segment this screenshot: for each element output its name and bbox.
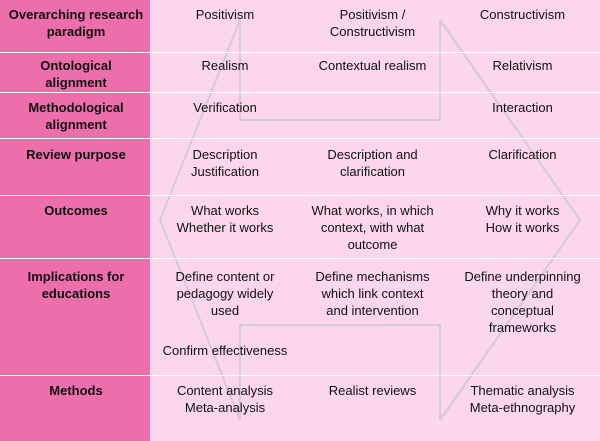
cell-methods-col1: Content analysis Meta-analysis <box>155 382 295 416</box>
cell-outcomes-col2: What works, in which context, with what … <box>300 202 445 253</box>
cell-line: Realist reviews <box>328 383 417 398</box>
cell-line: Positivism / <box>339 7 406 22</box>
label-line: alignment <box>45 75 107 90</box>
cell-paradigm-col1: Positivism <box>155 6 295 23</box>
row-label-paradigm: Overarching research paradigm <box>2 6 150 40</box>
row-label-ontological: Ontological alignment <box>2 57 150 91</box>
label-line: Implications for <box>27 269 125 284</box>
cell-line: Define content or <box>175 269 275 284</box>
cell-line: Whether it works <box>176 220 274 235</box>
label-line: Review purpose <box>26 147 126 162</box>
cell-review-purpose-col2: Description and clarification <box>300 146 445 180</box>
cell-review-purpose-col1: Description Justification <box>155 146 295 180</box>
label-line: Overarching research <box>8 7 144 22</box>
cell-line: Define mechanisms <box>315 269 430 284</box>
row-label-methods: Methods <box>2 382 150 399</box>
row-label-implications: Implications for educations <box>2 268 150 302</box>
cell-line: What works <box>191 203 259 218</box>
label-line: educations <box>41 286 111 301</box>
row-label-outcomes: Outcomes <box>2 202 150 219</box>
cell-line: clarification <box>339 164 406 179</box>
cell-methodological-col1: Verification <box>155 99 295 116</box>
cell-line: Contextual realism <box>318 58 427 73</box>
cell-line: Description and <box>327 147 418 162</box>
cell-outcomes-col1: What works Whether it works <box>155 202 295 236</box>
cell-line: Justification <box>191 164 259 179</box>
cell-line: Content analysis <box>176 383 274 398</box>
cell-line: Define underpinning <box>464 269 581 284</box>
cell-line: How it works <box>485 220 560 235</box>
cell-ontological-col3: Relativism <box>450 57 595 74</box>
label-line: Ontological <box>40 58 112 73</box>
cell-implications-col3: Define underpinning theory and conceptua… <box>450 268 595 336</box>
cell-line: Why it works <box>485 203 560 218</box>
cell-line: Thematic analysis <box>470 383 575 398</box>
cell-line: Verification <box>193 100 257 115</box>
cell-methods-col3: Thematic analysis Meta-ethnography <box>450 382 595 416</box>
cell-line: outcome <box>347 237 398 252</box>
cell-line: Relativism <box>492 58 553 73</box>
row-divider <box>0 138 600 139</box>
label-line: Methods <box>49 383 103 398</box>
cell-line: Meta-analysis <box>184 400 266 415</box>
cell-line: Positivism <box>195 7 255 22</box>
cell-outcomes-col3: Why it works How it works <box>450 202 595 236</box>
cell-line: Description <box>192 147 258 162</box>
cell-ontological-col2: Contextual realism <box>300 57 445 74</box>
row-label-column <box>0 0 150 441</box>
row-label-review-purpose: Review purpose <box>2 146 150 163</box>
cell-methods-col2: Realist reviews <box>300 382 445 399</box>
cell-line: Clarification <box>488 147 557 162</box>
cell-line: Interaction <box>492 100 553 115</box>
label-line: Methodological <box>28 100 124 115</box>
cell-paradigm-col3: Constructivism <box>450 6 595 23</box>
row-divider <box>0 52 600 53</box>
row-divider <box>0 195 600 196</box>
cell-line: Meta-ethnography <box>469 400 576 415</box>
label-line: alignment <box>45 117 107 132</box>
label-line: Outcomes <box>44 203 108 218</box>
cell-ontological-col1: Realism <box>155 57 295 74</box>
cell-line: which link context <box>321 286 424 301</box>
row-divider <box>0 375 600 376</box>
cell-line: theory and <box>491 286 554 301</box>
cell-line: conceptual <box>491 303 554 318</box>
label-line: paradigm <box>46 24 106 39</box>
row-label-methodological: Methodological alignment <box>2 99 150 133</box>
cell-methodological-col3: Interaction <box>450 99 595 116</box>
cell-paradigm-col2: Positivism / Constructivism <box>300 6 445 40</box>
cell-review-purpose-col3: Clarification <box>450 146 595 163</box>
cell-line: pedagogy widely <box>176 286 274 301</box>
cell-implications-col1-extra: Confirm effectiveness <box>150 342 300 359</box>
cell-implications-col1: Define content or pedagogy widely used <box>155 268 295 319</box>
cell-line: frameworks <box>488 320 557 335</box>
cell-implications-col2: Define mechanisms which link context and… <box>300 268 445 319</box>
row-divider <box>0 92 600 93</box>
cell-line: Constructivism <box>479 7 566 22</box>
cell-line: and intervention <box>326 303 419 318</box>
cell-line: Confirm effectiveness <box>162 343 288 358</box>
cell-line: Constructivism <box>329 24 416 39</box>
cell-line: context, with what <box>320 220 425 235</box>
row-divider <box>0 258 600 259</box>
cell-line: Realism <box>201 58 249 73</box>
cell-line: What works, in which <box>311 203 434 218</box>
cell-line: used <box>210 303 240 318</box>
